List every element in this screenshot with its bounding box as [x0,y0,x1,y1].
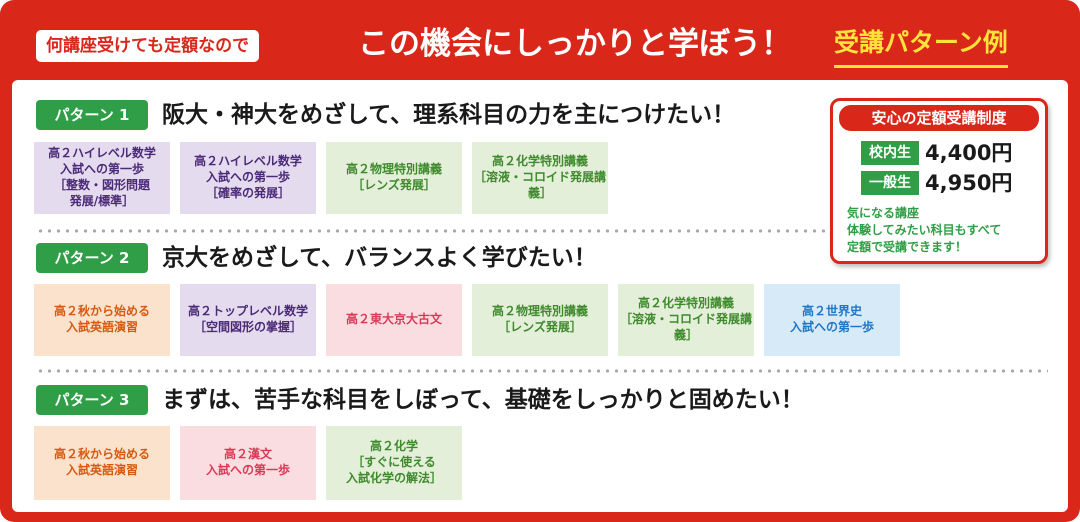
course-text: 高２化学［すぐに使える入試化学の解法］ [346,439,442,486]
pattern-3-title: まずは、苦手な科目をしぼって、基礎をしっかりと固めたい！ [162,387,804,413]
course-line: 高２化学 [369,439,418,454]
price-box: 安心の定額受講制度 校内生 4,400円 一般生 4,950円 気になる講座 体… [830,98,1048,264]
price-amount-general: 4,950円 [925,171,1013,195]
course-line: ［確率の発展］ [205,185,290,200]
course-line: 高２ハイレベル数学 [194,154,302,169]
price-note-line: 気になる講座 [847,206,920,220]
pattern-1-title: 阪大・神大をめざして、理系科目の力を主につけたい！ [162,102,736,128]
header-tag: 何講座受けても定額なので [36,30,260,62]
price-note-line: 定額で受講できます！ [847,239,968,254]
course-text: 高２秋から始める入試英語演習 [54,304,150,336]
headline: この機会にしっかりと学ぼう！ [358,26,792,62]
course-line: 高２漢文 [223,447,272,462]
price-note: 気になる講座 体験してみたい科目もすべて 定額で受講できます！ [847,205,1043,255]
course-card[interactable]: 高２東大京大古文 [326,284,462,356]
course-line: 入試への第一歩 [205,463,290,477]
course-card[interactable]: 高２漢文入試への第一歩 [180,426,316,500]
course-line: 入試英語演習 [65,320,138,334]
course-line: ［溶液・コロイド発展講義］ [474,170,607,200]
course-line: 高２秋から始める [53,447,150,462]
course-card[interactable]: 高２物理特別講義［レンズ発展］ [472,284,608,356]
price-label-general: 一般生 [861,171,919,195]
course-card[interactable]: 高２秋から始める入試英語演習 [34,426,170,500]
course-text: 高２漢文入試への第一歩 [206,447,290,479]
course-line: 高２化学特別講義 [637,296,734,311]
course-line: 高２物理特別講義 [345,162,442,177]
course-card[interactable]: 高２秋から始める入試英語演習 [34,284,170,356]
subhead: 受講パターン例 [834,20,1008,68]
price-amount-internal: 4,400円 [925,141,1013,165]
divider [36,369,1048,373]
course-card[interactable]: 高２化学［すぐに使える入試化学の解法］ [326,426,462,500]
course-line: 高２化学特別講義 [491,154,588,169]
price-note-line: 体験してみたい科目もすべて [847,222,1002,237]
course-text: 高２トップレベル数学［空間図形の掌握］ [188,304,308,336]
course-line: ［レンズ発展］ [498,320,582,334]
course-line: 高２ハイレベル数学 [48,146,156,161]
course-line: 入試への第一歩 [205,170,290,185]
course-text: 高２物理特別講義［レンズ発展］ [346,162,442,194]
course-line: 高２世界史 [801,304,862,319]
course-text: 高２東大京大古文 [346,312,442,328]
course-line: 入試への第一歩 [59,162,144,177]
course-line: 発展/標準］ [69,193,135,208]
course-line: ［空間図形の掌握］ [193,320,302,334]
course-text: 高２秋から始める入試英語演習 [54,447,150,479]
course-card[interactable]: 高２物理特別講義［レンズ発展］ [326,142,462,214]
course-line: ［溶液・コロイド発展講義］ [620,312,753,342]
course-line: 高２物理特別講義 [491,304,588,319]
course-line: 高２トップレベル数学 [187,304,308,319]
course-line: 入試化学の解法］ [345,470,442,485]
pattern-3-badge: パターン 3 [36,385,148,415]
course-card[interactable]: 高２化学特別講義［溶液・コロイド発展講義］ [472,142,608,214]
course-text: 高２ハイレベル数学入試への第一歩［確率の発展］ [194,154,302,201]
course-text: 高２ハイレベル数学入試への第一歩［整数・図形問題発展/標準］ [48,146,156,209]
course-line: 入試への第一歩 [789,320,874,334]
course-line: 入試英語演習 [65,463,138,477]
course-card[interactable]: 高２トップレベル数学［空間図形の掌握］ [180,284,316,356]
course-text: 高２世界史入試への第一歩 [790,304,874,336]
course-card[interactable]: 高２化学特別講義［溶液・コロイド発展講義］ [618,284,754,356]
course-card[interactable]: 高２世界史入試への第一歩 [764,284,900,356]
pattern-2-badge: パターン 2 [36,243,148,273]
course-card[interactable]: 高２ハイレベル数学入試への第一歩［整数・図形問題発展/標準］ [34,142,170,214]
divider [36,229,1048,233]
course-line: ［整数・図形問題 [53,178,150,192]
course-card[interactable]: 高２ハイレベル数学入試への第一歩［確率の発展］ [180,142,316,214]
course-line: ［レンズ発展］ [352,178,436,192]
course-line: ［すぐに使える [352,455,436,470]
price-box-title: 安心の定額受講制度 [839,105,1039,131]
price-label-internal: 校内生 [861,141,919,165]
pattern-1-badge: パターン 1 [36,100,148,130]
course-text: 高２物理特別講義［レンズ発展］ [492,304,588,336]
course-text: 高２化学特別講義［溶液・コロイド発展講義］ [474,154,606,201]
pattern-2-title: 京大をめざして、バランスよく学びたい！ [162,245,597,271]
course-line: 高２東大京大古文 [345,312,442,327]
course-line: 高２秋から始める [53,304,150,319]
course-text: 高２化学特別講義［溶液・コロイド発展講義］ [620,296,752,343]
